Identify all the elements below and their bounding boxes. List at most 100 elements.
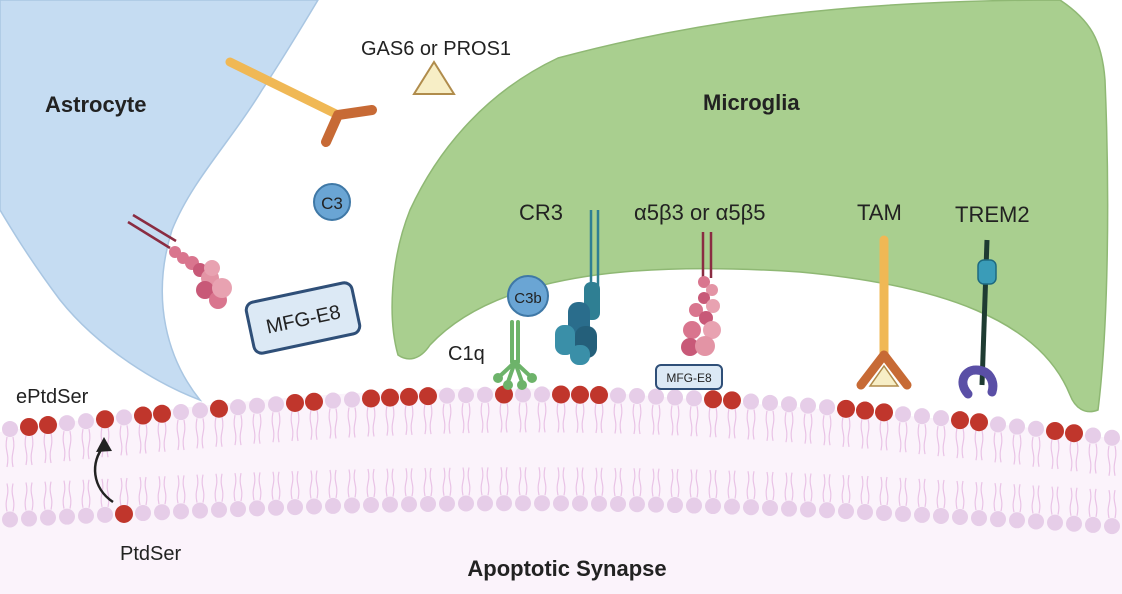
lipid-tail (822, 474, 832, 503)
lipid-head (914, 408, 930, 425)
ptdser-head (875, 403, 893, 422)
lipid-tail (347, 469, 357, 498)
ptdser-head (286, 393, 304, 412)
lipid-head (325, 497, 341, 514)
lipid-head (116, 409, 132, 426)
lipid-head (2, 420, 18, 437)
lipid-tail (480, 402, 490, 433)
astrocyte-cell (0, 0, 319, 402)
ptdser-head (400, 387, 418, 406)
lipid-head (990, 416, 1006, 433)
label-eptdser: ePtdSer (16, 386, 89, 408)
lipid-tail (556, 467, 566, 496)
lipid-tail (366, 406, 376, 437)
lipid-head (610, 387, 626, 404)
lipid-head (306, 498, 322, 515)
lipid-head (705, 498, 721, 515)
lipid-head (800, 397, 816, 414)
lipid-tail (157, 421, 167, 452)
lipid-tail (138, 423, 148, 454)
label-c1q: C1q (448, 343, 485, 365)
synapse-body (0, 388, 1122, 594)
lipid-tail (157, 476, 167, 505)
lipid-head (1047, 514, 1063, 531)
trem2-receptor (958, 239, 998, 399)
lipid-head (857, 504, 873, 521)
lipid-tail (461, 467, 471, 496)
lipid-head (1085, 427, 1101, 444)
lipid-head (173, 503, 189, 520)
lipid-tail (347, 407, 357, 438)
lipid-tail (746, 409, 756, 440)
lipid-tail (917, 478, 927, 508)
lipid-head (192, 502, 208, 519)
lipid-head (420, 495, 436, 512)
lipid-head (819, 399, 835, 416)
tam-receptor (856, 235, 912, 390)
label-synapse: Apoptotic Synapse (467, 556, 666, 581)
lipid-tails (5, 402, 1117, 519)
lipid-tail (1107, 445, 1117, 476)
mfge8-small (655, 364, 723, 390)
label-mfge8-small: MFG-E8 (666, 371, 712, 385)
lipid-tail (214, 416, 224, 447)
lipid-tail (575, 402, 585, 433)
ptdser-head (704, 390, 722, 409)
lipid-head (1028, 513, 1044, 530)
lipid-head (268, 499, 284, 516)
lipid-head (496, 495, 512, 512)
lipid-tail (43, 481, 53, 510)
lipid-tail (670, 468, 680, 498)
ptdser-head (837, 399, 855, 418)
lipid-tail (423, 467, 433, 497)
lipid-head (382, 496, 398, 513)
lipid-head (154, 504, 170, 521)
lipid-tail (309, 470, 319, 499)
lipid-head (648, 496, 664, 513)
c3b-protein (507, 275, 549, 317)
lipid-tail (423, 404, 433, 435)
lipid-tail (499, 402, 509, 433)
gas6-ligand (412, 60, 456, 95)
lipid-tail (24, 482, 34, 511)
lipid-tail (784, 412, 794, 443)
lipid-tail (1088, 443, 1098, 474)
lipid-tail (1050, 486, 1060, 515)
lipid-head (40, 509, 56, 526)
ptdser-head (39, 416, 57, 435)
lipid-tail (518, 467, 528, 496)
lipid-head (230, 399, 246, 416)
lipid-tail (1069, 487, 1079, 516)
lipid-tail (556, 402, 566, 433)
lipid-head (1066, 515, 1082, 532)
lipid-head (439, 387, 455, 404)
lipid-tail (879, 420, 889, 451)
ptdser-head (1046, 421, 1064, 440)
lipid-head (629, 387, 645, 404)
lipid-head (534, 495, 550, 512)
ptdser-head (495, 385, 513, 404)
lipid-tail (955, 480, 965, 510)
lipid-head (933, 507, 949, 524)
lipid-head (2, 511, 18, 528)
lipid-tail (708, 469, 718, 499)
lipid-tail (803, 413, 813, 444)
lipid-tail (670, 405, 680, 436)
lipid-head (800, 501, 816, 518)
lipid-tail (1088, 488, 1098, 518)
lipid-head (686, 390, 702, 407)
lipid-head (724, 498, 740, 515)
lipid-head (743, 499, 759, 516)
astrocyte-integrin (127, 213, 232, 309)
lipid-head (914, 506, 930, 523)
lipid-tail (138, 476, 148, 506)
lipid-head (211, 501, 227, 518)
label-astrocyte: Astrocyte (45, 92, 146, 117)
lipid-tail (860, 475, 870, 505)
lipid-tail (765, 410, 775, 441)
lipid-head (59, 508, 75, 525)
lipid-head (135, 505, 151, 522)
lipid-tail (404, 404, 414, 435)
label-c3: C3 (321, 194, 343, 213)
lipid-tail (499, 467, 509, 496)
